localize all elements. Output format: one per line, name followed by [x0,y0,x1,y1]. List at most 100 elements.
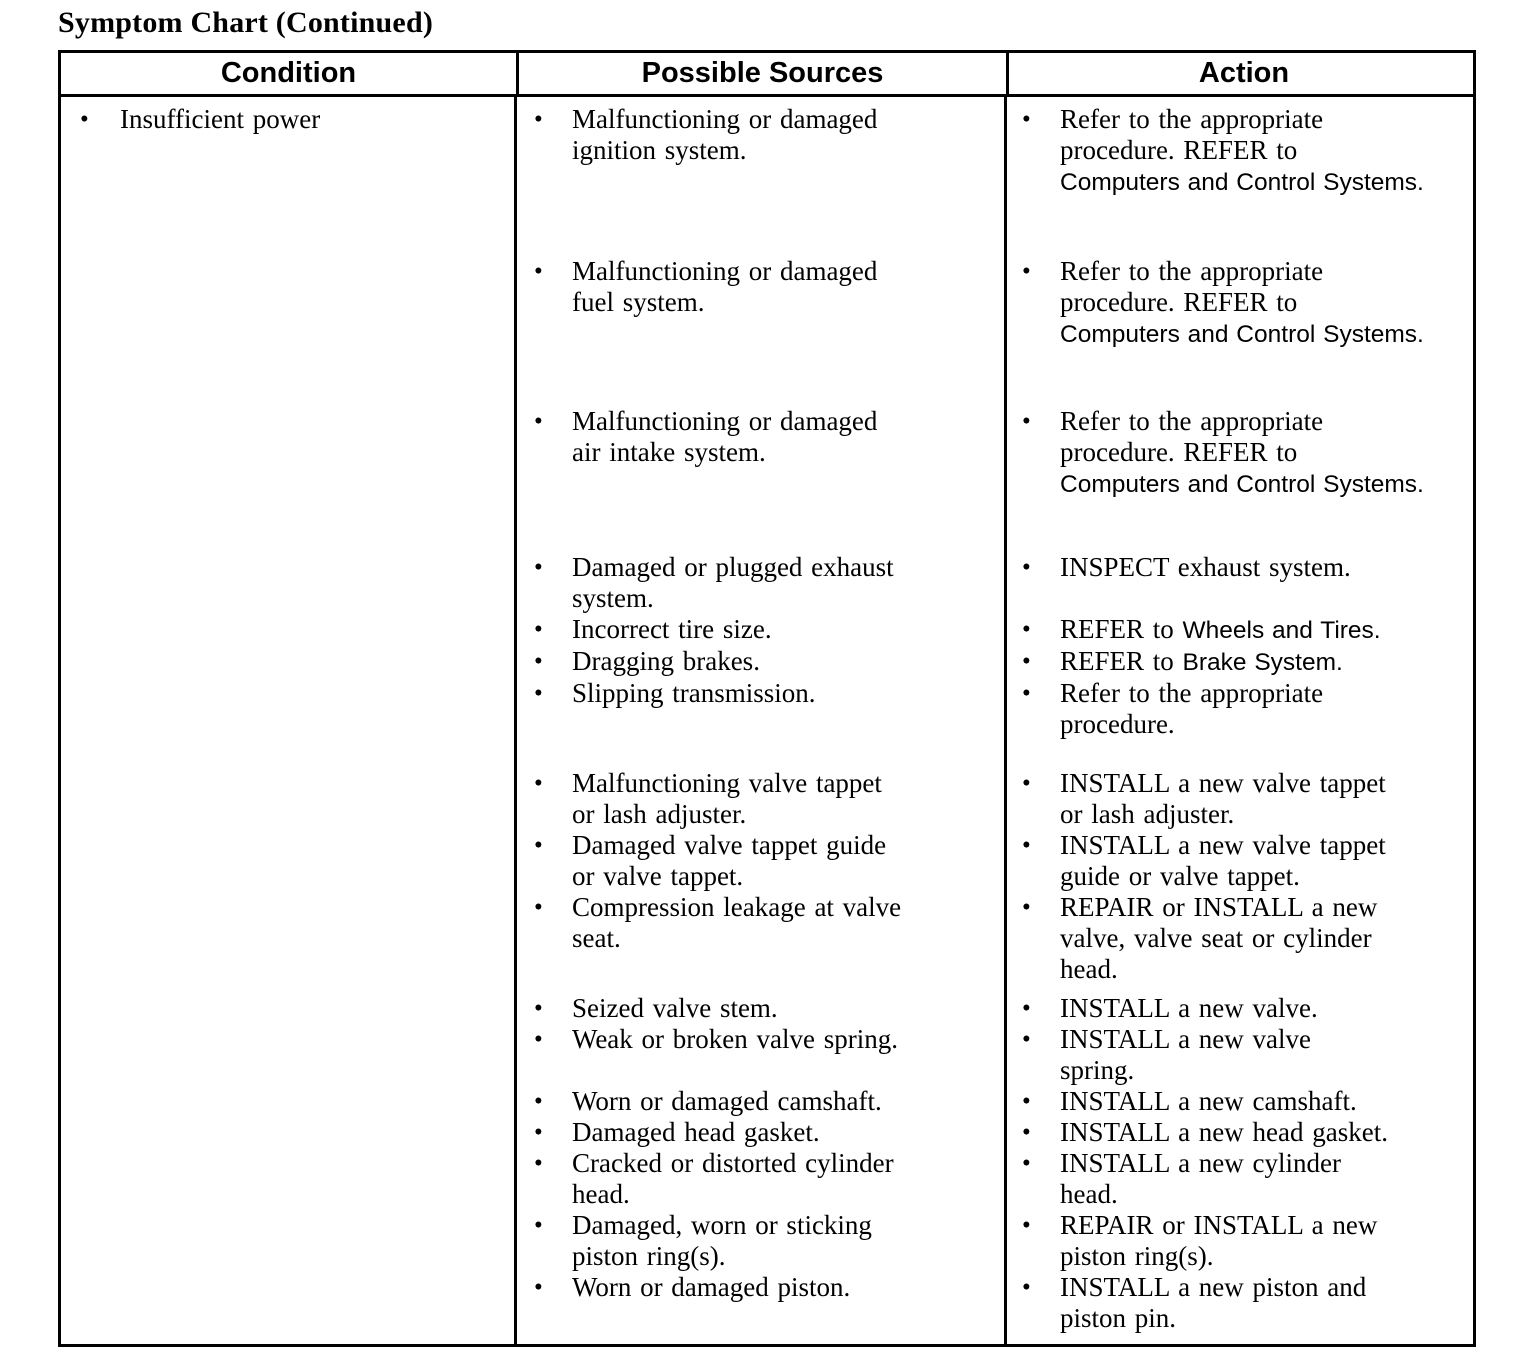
possible-source-item: • Damaged, worn or sticking piston ring(s… [516,1210,1006,1272]
bullet-icon: • [534,616,543,643]
text-segment: Wheels and Tires. [1182,617,1381,644]
text-segment: Malfunctioning or damaged air intake sys… [572,406,878,467]
action-cell: • REFER to Brake System. [1006,646,1479,678]
action-cell: •INSTALL a new valve. [1006,985,1479,1024]
text-segment: Damaged, worn or sticking piston ring(s)… [572,1210,872,1271]
possible-source-item: • Worn or damaged camshaft. [516,1086,1006,1117]
bullet-icon: • [534,1274,543,1301]
text-segment: REFER to [1060,646,1183,676]
bullet-icon: • [1022,1088,1031,1115]
text-segment: Computers and Control Systems. [1060,169,1424,196]
text-segment: Brake System. [1182,649,1343,676]
possible-source-item: • Weak or broken valve spring. [516,1024,1006,1055]
bullet-icon: • [534,408,543,435]
condition-cell: • Insufficient power [61,104,516,198]
bullet-icon: • [534,1088,543,1115]
text-segment: Refer to the appropriate procedure. [1060,678,1324,739]
table-header-row: Condition Possible Sources Action [61,53,1473,97]
action-item: •REFER to Wheels and Tires. [1006,614,1479,646]
possible-source-text: Compression leakage at valve seat. [572,892,901,954]
action-text: INSTALL a new valve tappet or lash adjus… [1060,768,1386,830]
possible-source-text: Damaged head gasket. [572,1117,820,1148]
text-segment: Worn or damaged piston. [572,1272,851,1302]
action-cell: • Refer to the appropriate procedure. [1006,678,1479,740]
action-text: INSTALL a new valve. [1060,993,1318,1024]
text-segment: Weak or broken valve spring. [572,1024,898,1054]
action-cell: • INSTALL a new valve spring. [1006,1024,1479,1086]
action-item: •INSTALL a new cylinder head. [1006,1148,1479,1210]
bullet-icon: • [1022,1026,1031,1053]
action-cell: • Refer to the appropriate procedure. REF… [1006,198,1479,350]
possible-source-cell: • Seized valve stem. [516,985,1006,1024]
bullet-icon: • [534,106,543,133]
text-segment: Incorrect tire size. [572,614,772,644]
bullet-icon: • [1022,106,1031,133]
action-item: •INSTALL a new piston and piston pin. [1006,1272,1479,1334]
text-segment: INSTALL a new valve tappet guide or valv… [1060,830,1386,891]
text-segment: Dragging brakes. [572,646,760,676]
condition-item: • Insufficient power [61,104,516,135]
action-text: Refer to the appropriate procedure. REFE… [1060,406,1424,500]
bullet-icon: • [534,832,543,859]
bullet-icon: • [534,1212,543,1239]
action-text: INSTALL a new valve spring. [1060,1024,1311,1086]
possible-source-item: • Worn or damaged piston. [516,1272,1006,1303]
possible-source-text: Malfunctioning valve tappet or lash adju… [572,768,882,830]
possible-source-cell: • Worn or damaged camshaft. [516,1086,1006,1117]
possible-source-item: • Seized valve stem. [516,993,1006,1024]
action-item: • REFER to Brake System. [1006,646,1479,678]
text-segment: Cracked or distorted cylinder head. [572,1148,894,1209]
column-header-condition: Condition [220,57,357,89]
column-divider [1004,97,1007,1344]
bullet-icon: • [534,770,543,797]
bullet-icon: • [534,995,543,1022]
possible-source-item: • Damaged head gasket. [516,1117,1006,1148]
possible-source-text: Damaged, worn or sticking piston ring(s)… [572,1210,872,1272]
text-segment: Damaged valve tappet guide or valve tapp… [572,830,887,891]
action-item: •INSTALL a new valve tappet or lash adju… [1006,768,1479,830]
possible-source-item: • Malfunctioning or damaged ignition syst… [516,104,1006,166]
text-segment: Damaged head gasket. [572,1117,820,1147]
action-text: Refer to the appropriate procedure. REFE… [1060,104,1424,198]
text-segment: Computers and Control Systems. [1060,471,1424,498]
action-cell: • REPAIR or INSTALL a new valve, valve se… [1006,892,1479,985]
text-segment: REPAIR or INSTALL a new valve, valve sea… [1060,892,1378,984]
possible-source-cell: • Damaged head gasket. [516,1117,1006,1148]
possible-source-text: Damaged valve tappet guide or valve tapp… [572,830,886,892]
possible-source-item: • Malfunctioning valve tappet or lash adj… [516,768,1006,830]
bullet-icon: • [1022,648,1031,675]
possible-source-text: Cracked or distorted cylinder head. [572,1148,894,1210]
text-segment: Worn or damaged camshaft. [572,1086,882,1116]
bullet-icon: • [534,1026,543,1053]
action-item: •REPAIR or INSTALL a new piston ring(s). [1006,1210,1479,1272]
bullet-icon: • [534,1119,543,1146]
text-segment: INSPECT exhaust system. [1060,552,1351,582]
bullet-icon: • [1022,1212,1031,1239]
bullet-icon: • [1022,894,1031,921]
action-cell: •INSTALL a new valve tappet guide or val… [1006,830,1479,892]
possible-source-text: Seized valve stem. [572,993,778,1024]
bullet-icon: • [80,106,89,133]
bullet-icon: • [534,258,543,285]
possible-source-item: •Cracked or distorted cylinder head. [516,1148,1006,1210]
action-cell: •INSTALL a new cylinder head. [1006,1148,1479,1210]
bullet-icon: • [1022,680,1031,707]
possible-source-item: • Damaged valve tappet guide or valve tap… [516,830,1006,892]
symptom-chart-table: Condition Possible Sources Action • Insu… [58,50,1476,1347]
column-header-possible-sources: Possible Sources [516,53,1006,94]
bullet-icon: • [1022,258,1031,285]
text-segment: Refer to the appropriate procedure. REFE… [1060,256,1324,317]
possible-source-text: Slipping transmission. [572,678,816,709]
text-segment: Damaged or plugged exhaust system. [572,552,894,613]
possible-source-text: Worn or damaged piston. [572,1272,850,1303]
text-segment: INSTALL a new piston and piston pin. [1060,1272,1367,1333]
action-cell: • Refer to the appropriate procedure. REF… [1006,104,1479,198]
action-item: •INSTALL a new head gasket. [1006,1117,1479,1148]
possible-source-cell: • Weak or broken valve spring. [516,1024,1006,1086]
action-item: • Refer to the appropriate procedure. REF… [1006,256,1479,350]
text-segment: Malfunctioning or damaged ignition syste… [572,104,878,165]
action-text: Refer to the appropriate procedure. [1060,678,1323,740]
possible-source-cell: • Damaged, worn or sticking piston ring(s… [516,1210,1006,1272]
possible-source-item: •Dragging brakes. [516,646,1006,677]
